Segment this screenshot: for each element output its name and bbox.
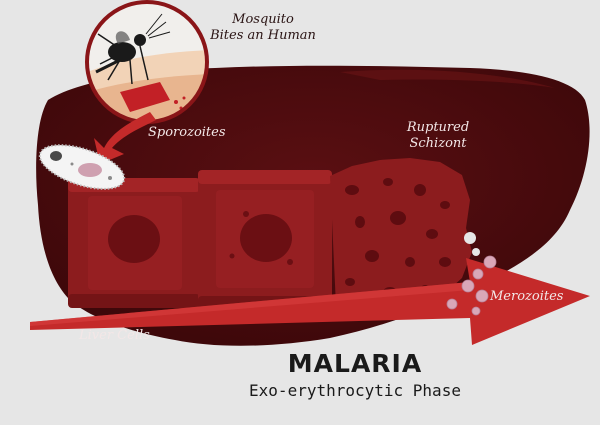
liver-cells-label: Liver Cells	[79, 328, 150, 343]
mosquito-label-line1: Mosquito	[232, 12, 294, 27]
ruptured-label-line2: Schizont	[409, 136, 467, 151]
mosquito-bite-inset	[85, 0, 209, 124]
page-title: MALARIA	[287, 349, 423, 378]
sporozoite-icon	[38, 144, 126, 190]
merozoites-label: Merozoites	[490, 289, 564, 304]
liver-cell-1	[68, 178, 200, 308]
infection-arrow	[94, 112, 156, 164]
mosquito-icon	[95, 13, 171, 85]
ruptured-label-line1: Ruptured	[406, 120, 470, 135]
sporozoites-label: Sporozoites	[148, 125, 226, 140]
liver-highlight	[340, 69, 555, 88]
mosquito-bite-label: Mosquito Bites an Human	[198, 12, 328, 44]
liver-cell-2	[198, 170, 332, 310]
page-subtitle: Exo-erythrocytic Phase	[249, 381, 461, 400]
ruptured-schizont-label: Ruptured Schizont	[398, 120, 478, 152]
mosquito-label-line2: Bites an Human	[210, 28, 316, 43]
merozoite-cluster	[446, 255, 497, 316]
